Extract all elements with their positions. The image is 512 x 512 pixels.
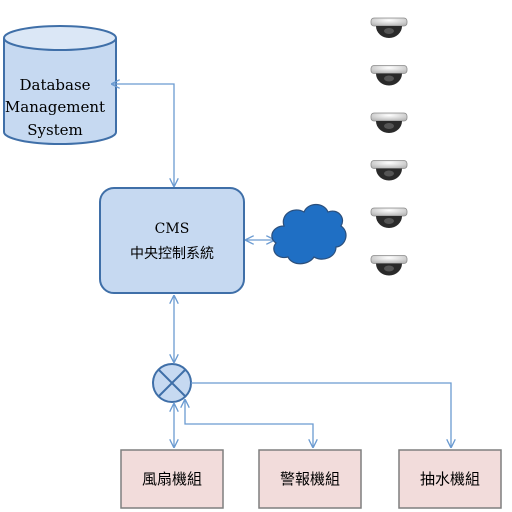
unit-alarm-label: 警報機組 (280, 470, 340, 488)
dome-camera-icon (370, 160, 408, 181)
crossed-circle-junction-icon (152, 363, 192, 403)
unit-pump-label: 抽水機組 (420, 470, 480, 488)
database-label-line3: System (27, 121, 83, 139)
connector-database-cms (112, 84, 174, 186)
dome-camera-icon (370, 255, 408, 276)
connector-junction-units (174, 382, 451, 447)
database-cylinder: Database Management System (3, 25, 117, 145)
database-label-line1: Database (19, 76, 90, 94)
dome-camera-icon (370, 65, 408, 86)
camera-column (370, 17, 408, 276)
cms-label-line1: CMS (155, 221, 190, 237)
dome-camera-icon (370, 207, 408, 228)
dome-camera-icon (370, 17, 408, 38)
cms-box: CMS 中央控制系統 (99, 187, 245, 294)
database-label-line2: Management (5, 98, 105, 116)
unit-alarm: 警報機組 (258, 449, 362, 509)
unit-fan-label: 風扇機組 (142, 470, 202, 488)
unit-fan: 風扇機組 (120, 449, 224, 509)
unit-pump: 抽水機組 (398, 449, 502, 509)
dome-camera-icon (370, 112, 408, 133)
cms-label-line2: 中央控制系統 (130, 246, 214, 262)
cloud-icon (271, 203, 347, 265)
